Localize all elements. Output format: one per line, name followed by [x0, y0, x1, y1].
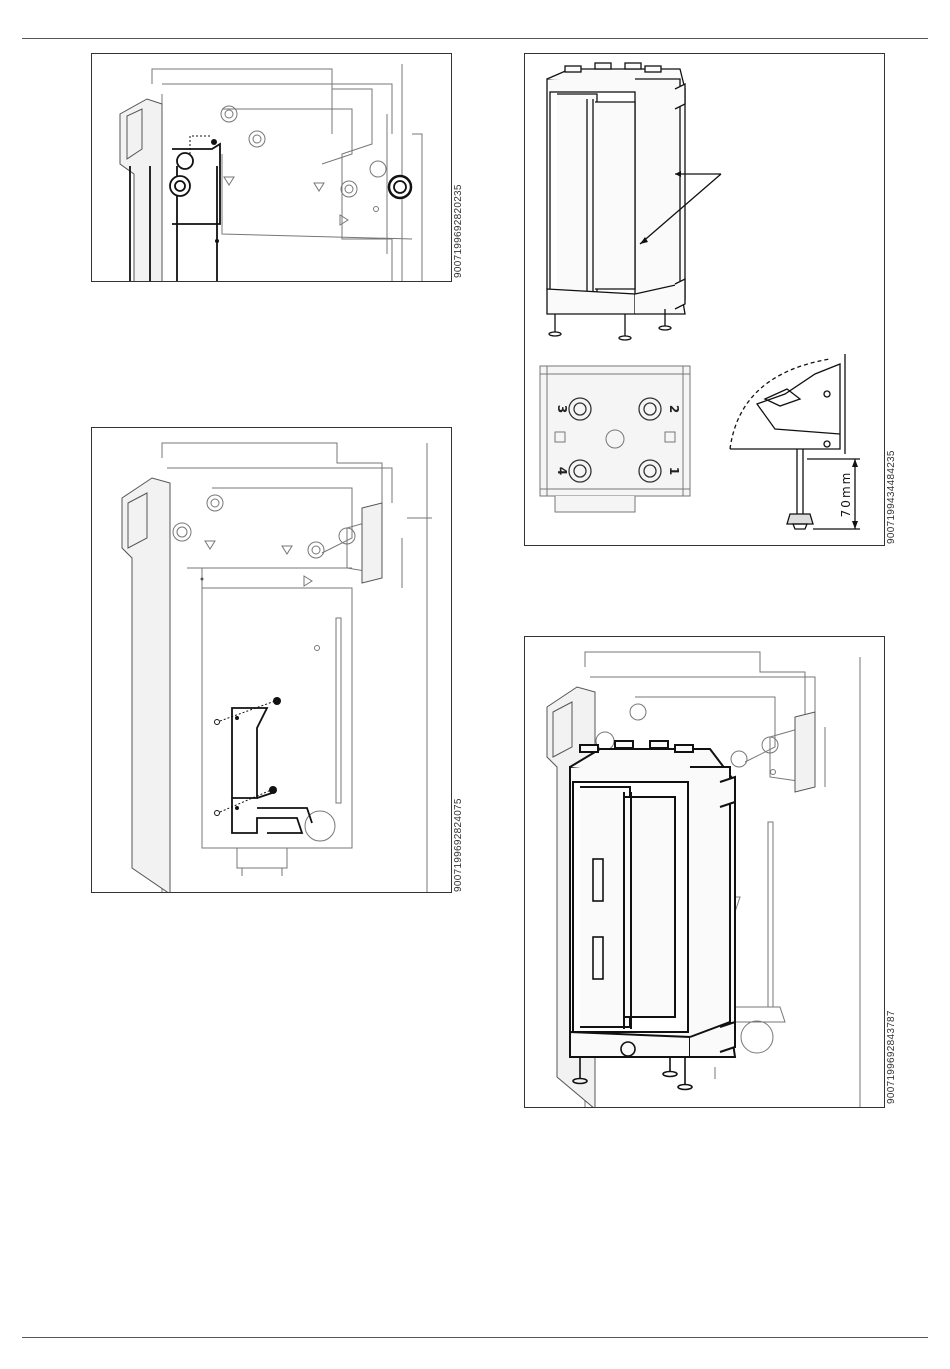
- top-rule: [22, 38, 928, 39]
- illustration-bracket-connection: [92, 54, 452, 282]
- figure-module-installed: [524, 636, 885, 1108]
- height-dimension: 70mm: [839, 471, 853, 518]
- illustration-module-installed: [525, 637, 885, 1108]
- port-label-4: 4: [555, 467, 569, 475]
- figure-id-4: 9007199692843787: [886, 1010, 897, 1104]
- port-label-3: 3: [555, 405, 569, 413]
- illustration-module-feet: 3 2 4 1 70mm: [525, 54, 885, 546]
- port-label-2: 2: [667, 405, 681, 413]
- figure-id-3: 9007199434484235: [886, 450, 897, 544]
- figure-support-bracket: [91, 427, 452, 893]
- illustration-support-bracket: [92, 428, 452, 893]
- bottom-rule: [22, 1337, 928, 1338]
- port-label-1: 1: [667, 467, 681, 475]
- figure-id-1: 9007199692820235: [453, 184, 464, 278]
- figure-module-feet: 3 2 4 1 70mm: [524, 53, 885, 546]
- figure-bracket-connection: [91, 53, 452, 282]
- figure-id-2: 9007199692824075: [453, 798, 464, 892]
